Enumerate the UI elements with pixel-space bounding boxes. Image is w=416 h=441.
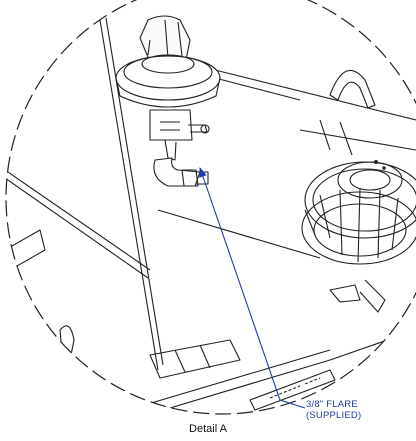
front-rail (249, 369, 336, 411)
flare-fitting (153, 157, 201, 187)
burner (301, 159, 416, 313)
lower-shelf (149, 339, 241, 379)
callout-line-2: (SUPPLIED) (306, 410, 362, 421)
grate-bar (329, 69, 376, 109)
front-rail-slots (269, 377, 321, 399)
left-panel-edge (6, 169, 151, 271)
callout-label: 3/8" FLARE (SUPPLIED) (306, 399, 361, 421)
top-shelf-edge (214, 69, 416, 121)
back-panel-edge (99, 19, 159, 371)
callout-leader-line (199, 167, 306, 409)
callout-line-1: 3/8" FLARE (306, 399, 358, 410)
detail-boundary (5, 0, 416, 415)
grate-bar-3 (319, 119, 353, 156)
top-shelf-edge-2 (214, 77, 301, 101)
detail-caption: Detail A (189, 423, 227, 435)
grate-bar-2 (299, 129, 416, 151)
floor-edge-2 (59, 349, 331, 414)
left-bracket (6, 229, 46, 271)
lower-shelf-2 (174, 344, 211, 373)
divider-line (157, 209, 321, 259)
left-panel-edge-2 (6, 177, 149, 279)
back-panel-edge-2 (105, 17, 164, 366)
gas-valve (115, 15, 221, 187)
